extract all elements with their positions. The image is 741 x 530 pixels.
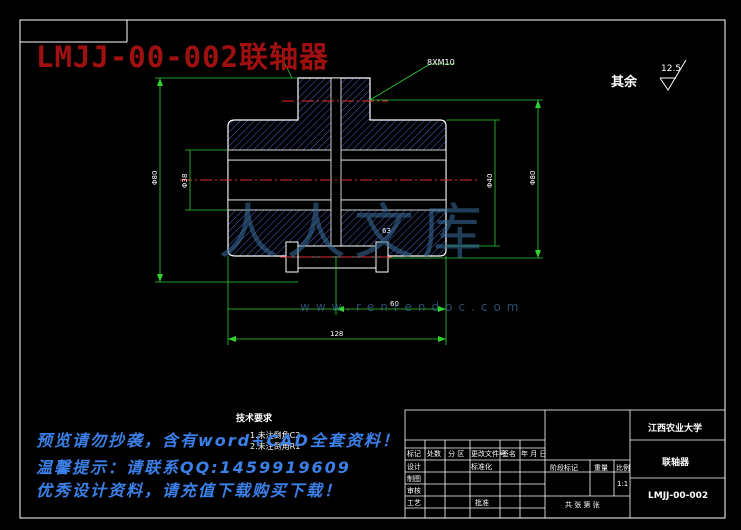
center-lines <box>180 100 480 258</box>
tb-ratio: 比例 <box>616 464 630 472</box>
tb-header-change: 更改文件号 <box>471 450 506 458</box>
roughness-value: 12.5 <box>661 64 682 74</box>
tb-scale: 1:1 <box>617 480 629 488</box>
tb-header-count: 处数 <box>427 450 441 458</box>
tb-standardization: 标准化 <box>471 463 492 471</box>
title-block <box>404 409 726 519</box>
dim-outer-diameter: Φ80 <box>151 171 159 185</box>
tech-requirement-item: 1.未注倒角C2 <box>250 431 301 440</box>
dim-total-length: 128 <box>330 330 343 338</box>
dimension-lines <box>155 61 543 345</box>
tb-sheet-info: 共 张 第 张 <box>565 501 600 509</box>
contact-notice-line: 温馨提示：请联系QQ:1459919609 <box>36 458 351 477</box>
preview-notice-line: 预览请勿抄袭，含有word+CAD全套资料！ <box>36 431 400 450</box>
download-notice-line: 优秀设计资料，请充值下载购买下载！ <box>36 481 343 500</box>
dim-bore-diameter: Φ38 <box>181 174 189 188</box>
tb-check: 审核 <box>407 487 421 495</box>
tb-approve: 批准 <box>475 499 489 507</box>
tb-part-name: 联轴器 <box>662 458 690 468</box>
dim-angle: 63 <box>382 227 391 235</box>
dim-half-length: 60 <box>390 300 399 308</box>
dim-flange-diameter: Φ80 <box>529 171 537 185</box>
tb-school: 江西农业大学 <box>648 424 703 434</box>
dimension-arrows <box>157 78 541 342</box>
tech-requirement-item: 2.未注倒角R1 <box>250 442 301 451</box>
tb-header-date: 年 月 日 <box>521 450 547 458</box>
tech-requirements-title: 技术要求 <box>236 414 273 424</box>
drawing-border <box>19 19 726 519</box>
watermark-text: 人人文库 <box>218 198 490 268</box>
rest-roughness-label: 其余 <box>611 75 638 90</box>
roughness-symbol <box>659 59 687 91</box>
tb-drawing-no: LMJJ-00-002 <box>648 491 709 501</box>
tb-header-sign: 签名 <box>502 450 516 458</box>
tb-stage-mark: 阶段标记 <box>550 464 578 472</box>
watermark-url: www.renrendoc.com <box>300 300 525 314</box>
dim-hub-diameter: Φ40 <box>486 174 494 188</box>
tb-drawn: 制图 <box>407 475 421 483</box>
coupling-section-view <box>227 77 447 273</box>
thread-callout: 8XM10 <box>427 58 455 67</box>
tb-weight: 重量 <box>594 464 608 472</box>
tb-process: 工艺 <box>407 499 421 507</box>
tb-design: 设计 <box>407 463 421 471</box>
drawing-title: LMJJ-00-002联轴器 <box>36 40 330 74</box>
tb-header-mark: 标记 <box>407 450 421 458</box>
tb-header-zone: 分 区 <box>448 450 465 458</box>
